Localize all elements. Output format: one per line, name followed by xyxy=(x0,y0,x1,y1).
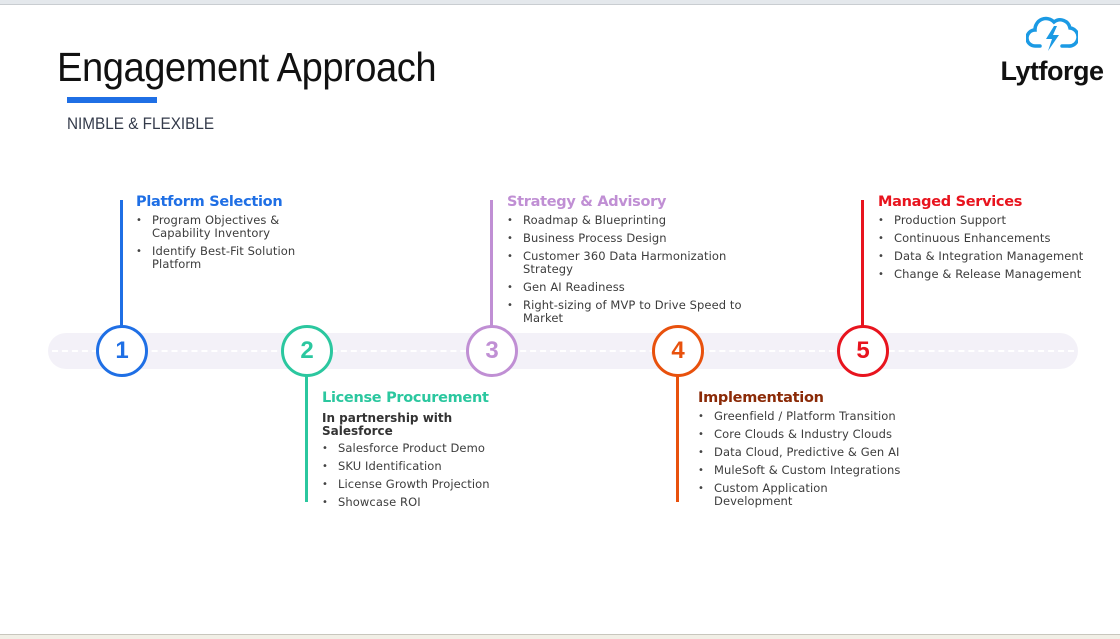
window-bottom-bar xyxy=(0,634,1120,639)
step-1-marker: 1 xyxy=(96,325,148,377)
list-item: Data Cloud, Predictive & Gen AI xyxy=(698,446,918,460)
step-3-marker: 3 xyxy=(466,325,518,377)
list-item: Production Support xyxy=(878,214,1108,228)
title-underline xyxy=(67,97,157,103)
timeline-dashed-line xyxy=(52,350,1074,352)
step-4-heading: Implementation xyxy=(698,390,824,406)
window-top-bar xyxy=(0,0,1120,5)
list-item: MuleSoft & Custom Integrations xyxy=(698,464,918,478)
step-1-heading: Platform Selection xyxy=(136,194,283,210)
step-1-connector xyxy=(120,200,123,326)
list-item: Data & Integration Management xyxy=(878,250,1108,264)
list-item: Custom Application Development xyxy=(698,482,868,508)
list-item: License Growth Projection xyxy=(322,478,522,492)
logo-text: Lytforge xyxy=(1000,56,1105,86)
step-2-subheading: In partnership with Salesforce xyxy=(322,411,453,438)
list-item: Customer 360 Data Harmonization Strategy xyxy=(507,250,742,276)
logo: Lytforge xyxy=(990,12,1114,87)
step-4-marker: 4 xyxy=(652,325,704,377)
step-2-marker: 2 xyxy=(281,325,333,377)
step-2-block: License Procurement In partnership with … xyxy=(322,389,522,514)
list-item: Right-sizing of MVP to Drive Speed to Ma… xyxy=(507,299,757,325)
list-item: Continuous Enhancements xyxy=(878,232,1108,246)
cloud-lightning-icon xyxy=(1026,16,1078,51)
list-item: Showcase ROI xyxy=(322,496,522,510)
step-1-block: Platform Selection Program Objectives & … xyxy=(136,193,316,276)
step-3-heading: Strategy & Advisory xyxy=(507,194,667,210)
step-4-block: Implementation Greenfield / Platform Tra… xyxy=(698,389,918,513)
list-item: Core Clouds & Industry Clouds xyxy=(698,428,918,442)
list-item: Identify Best-Fit Solution Platform xyxy=(136,245,316,271)
list-item: SKU Identification xyxy=(322,460,522,474)
step-5-block: Managed Services Production Support Cont… xyxy=(878,193,1108,286)
page-subtitle: NIMBLE & FLEXIBLE xyxy=(67,114,215,133)
step-4-connector xyxy=(676,376,679,502)
step-5-heading: Managed Services xyxy=(878,194,1023,210)
list-item: Gen AI Readiness xyxy=(507,281,757,295)
list-item: Business Process Design xyxy=(507,232,757,246)
list-item: Roadmap & Blueprinting xyxy=(507,214,757,228)
step-2-connector xyxy=(305,376,308,502)
step-5-marker: 5 xyxy=(837,325,889,377)
list-item: Salesforce Product Demo xyxy=(322,442,522,456)
page-title: Engagement Approach xyxy=(57,44,437,90)
step-5-connector xyxy=(861,200,864,326)
list-item: Program Objectives & Capability Inventor… xyxy=(136,214,316,240)
step-2-heading: License Procurement xyxy=(322,390,489,406)
list-item: Change & Release Management xyxy=(878,268,1108,282)
list-item: Greenfield / Platform Transition xyxy=(698,410,918,424)
step-3-connector xyxy=(490,200,493,326)
step-3-block: Strategy & Advisory Roadmap & Blueprinti… xyxy=(507,193,757,330)
